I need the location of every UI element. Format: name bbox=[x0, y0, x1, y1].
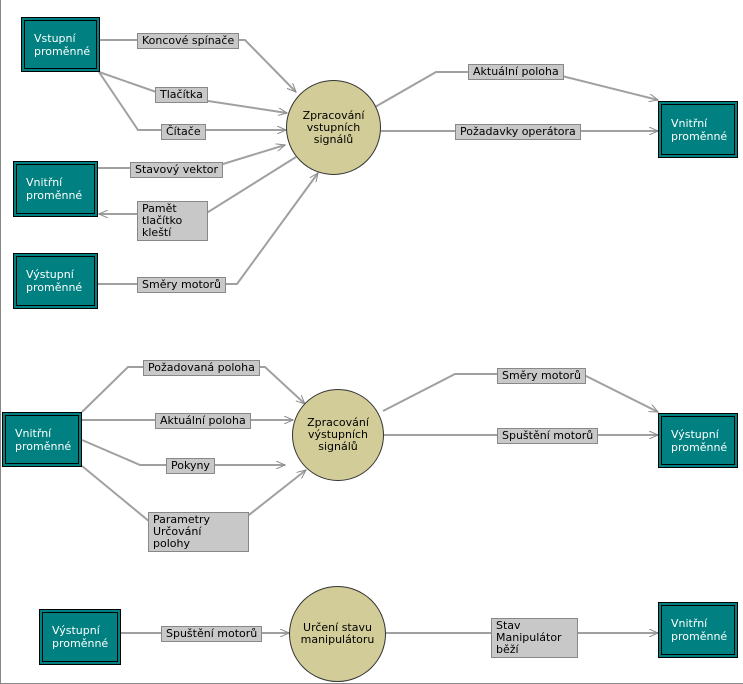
entity-vystupni-promenne-3[interactable]: Výstupní proměnné bbox=[39, 609, 121, 665]
label-stavovy-vektor: Stavový vektor bbox=[130, 162, 224, 178]
label-aktualni-poloha: Aktuální poloha bbox=[468, 64, 564, 80]
label-spusteni-motoru: Spuštění motorů bbox=[497, 428, 599, 444]
entity-vystupni-promenne[interactable]: Výstupní proměnné bbox=[13, 253, 98, 309]
process-urceni-stavu[interactable]: Určení stavu manipulátoru bbox=[289, 586, 386, 682]
process-zpracovani-vystupnich[interactable]: Zpracování výstupních signálů bbox=[292, 389, 384, 481]
flow-pokyny bbox=[81, 439, 285, 465]
entity-vnitrni-promenne-2[interactable]: Vnitřní proměnné bbox=[2, 412, 82, 467]
entity-vnitrni-promenne-target[interactable]: Vnitřní proměnné bbox=[658, 101, 738, 158]
entity-vystupni-promenne-top[interactable]: Výstupní proměnné bbox=[658, 413, 738, 468]
label-pozadavky-operatora: Požadavky operátora bbox=[455, 124, 581, 140]
label-spusteni-motoru-3: Spuštění motorů bbox=[161, 626, 263, 642]
label-stav-manipulator: Stav Manipulátor běží bbox=[491, 618, 578, 658]
label-parametry-urcovani: Parametry Určování polohy bbox=[148, 512, 249, 552]
entity-vnitrni-promenne[interactable]: Vnitřní proměnné bbox=[13, 161, 98, 217]
label-koncove-spinace: Koncové spínače bbox=[137, 33, 240, 49]
entity-vnitrni-promenne-3[interactable]: Vnitřní proměnné bbox=[658, 602, 738, 658]
label-aktualni-poloha-2: Aktuální poloha bbox=[155, 413, 251, 429]
entity-vstupni-promenne[interactable]: Vstupní proměnné bbox=[21, 17, 100, 72]
label-pamet-tlacitko: Pamět tlačítko kleští bbox=[137, 201, 208, 241]
label-smery-motoru: Směry motorů bbox=[137, 277, 226, 293]
process-zpracovani-vstupnich[interactable]: Zpracování vstupních signálů bbox=[286, 80, 381, 175]
label-pokyny: Pokyny bbox=[166, 458, 215, 474]
label-smery-motoru-2: Směry motorů bbox=[497, 368, 586, 384]
label-tlacitka: Tlačítka bbox=[155, 87, 208, 103]
label-pozadovana-poloha: Požadovaná poloha bbox=[143, 360, 260, 376]
flow-citace bbox=[98, 71, 286, 130]
label-citace: Čítače bbox=[161, 124, 206, 140]
